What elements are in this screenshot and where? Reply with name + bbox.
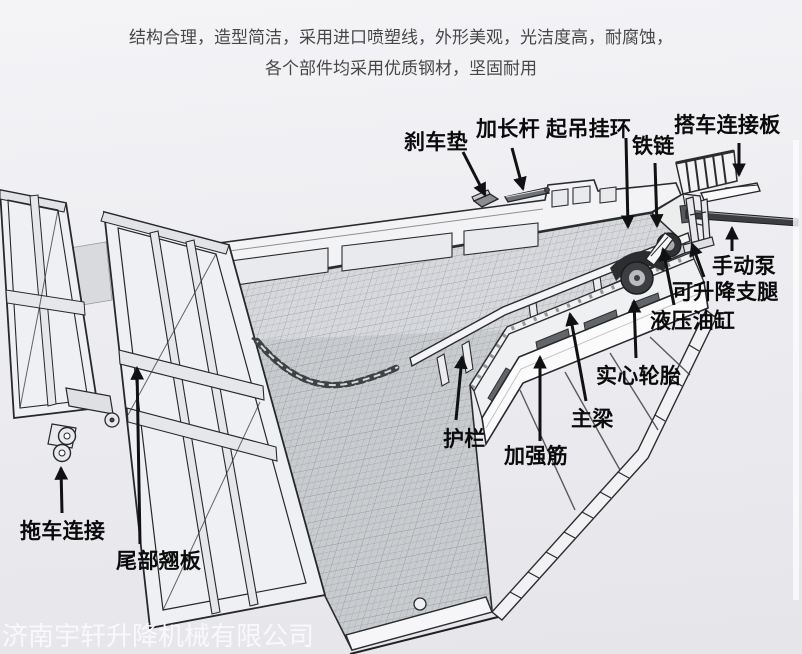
arrow-extension-rod [510,147,527,191]
description-line-2: 各个部件均采用优质钢材，坚固耐用 [265,59,537,78]
label-brake-pad: 刹车垫 [404,131,468,154]
tail-flap-plate-left [0,189,100,420]
arrow-lifting-ring [620,137,635,230]
connection-plate [699,182,761,203]
product-description: 结构合理，造型简洁，采用进口喷塑线，外形美观，光洁度高，耐腐蚀， 各个部件均采用… [0,22,802,84]
extension-rod-item [503,187,551,203]
label-trailer-connection: 拖车连接 [20,520,106,543]
arrow-iron-chain [649,162,664,229]
label-tail-flap: 尾部翘板 [116,550,202,573]
arrow-solid-tire [627,298,642,359]
label-hydraulic-cylinder: 液压油缸 [650,310,736,333]
arrow-trailer-connection [54,465,69,514]
label-guardrail: 护栏 [443,428,486,451]
description-line-1: 结构合理，造型简洁，采用进口喷塑线，外形美观，光洁度高，耐腐蚀， [129,28,673,47]
main-beam [481,280,709,447]
plate-connector [65,387,120,428]
label-iron-chain: 铁链 [632,135,675,158]
safety-chain [251,336,402,389]
leader-arrows [54,137,746,545]
label-reinforcing-rib: 加强筋 [504,445,568,468]
arrow-hydraulic-cylinder [658,246,676,306]
label-extension-rod-lifting-ring: 加长杆 起吊挂环 [476,118,632,141]
right-edge-highlight [793,140,799,600]
reinforcing-struts [519,336,691,511]
arrow-main-beam [565,311,588,402]
tail-flap-plate-main [100,210,327,630]
deck-mesh [205,212,694,651]
trailer-connection-lugs [47,423,77,463]
label-main-beam: 主梁 [571,408,614,431]
arrow-support-leg [689,242,706,278]
company-watermark: 济南宇轩升降机械有限公司 [2,622,315,651]
arrow-brake-pad [461,151,487,197]
arrow-tail-flap [130,365,145,545]
far-guardrail [195,179,683,290]
label-manual-pump: 手动泵 [712,255,776,278]
label-connection-plate: 搭车连接板 [674,114,781,137]
tail-edge [345,596,499,654]
arrow-guardrail [454,354,468,421]
underside-ladder [490,308,717,621]
label-solid-tire: 实心轮胎 [596,365,682,388]
label-support-leg: 可升降支腿 [672,281,779,304]
